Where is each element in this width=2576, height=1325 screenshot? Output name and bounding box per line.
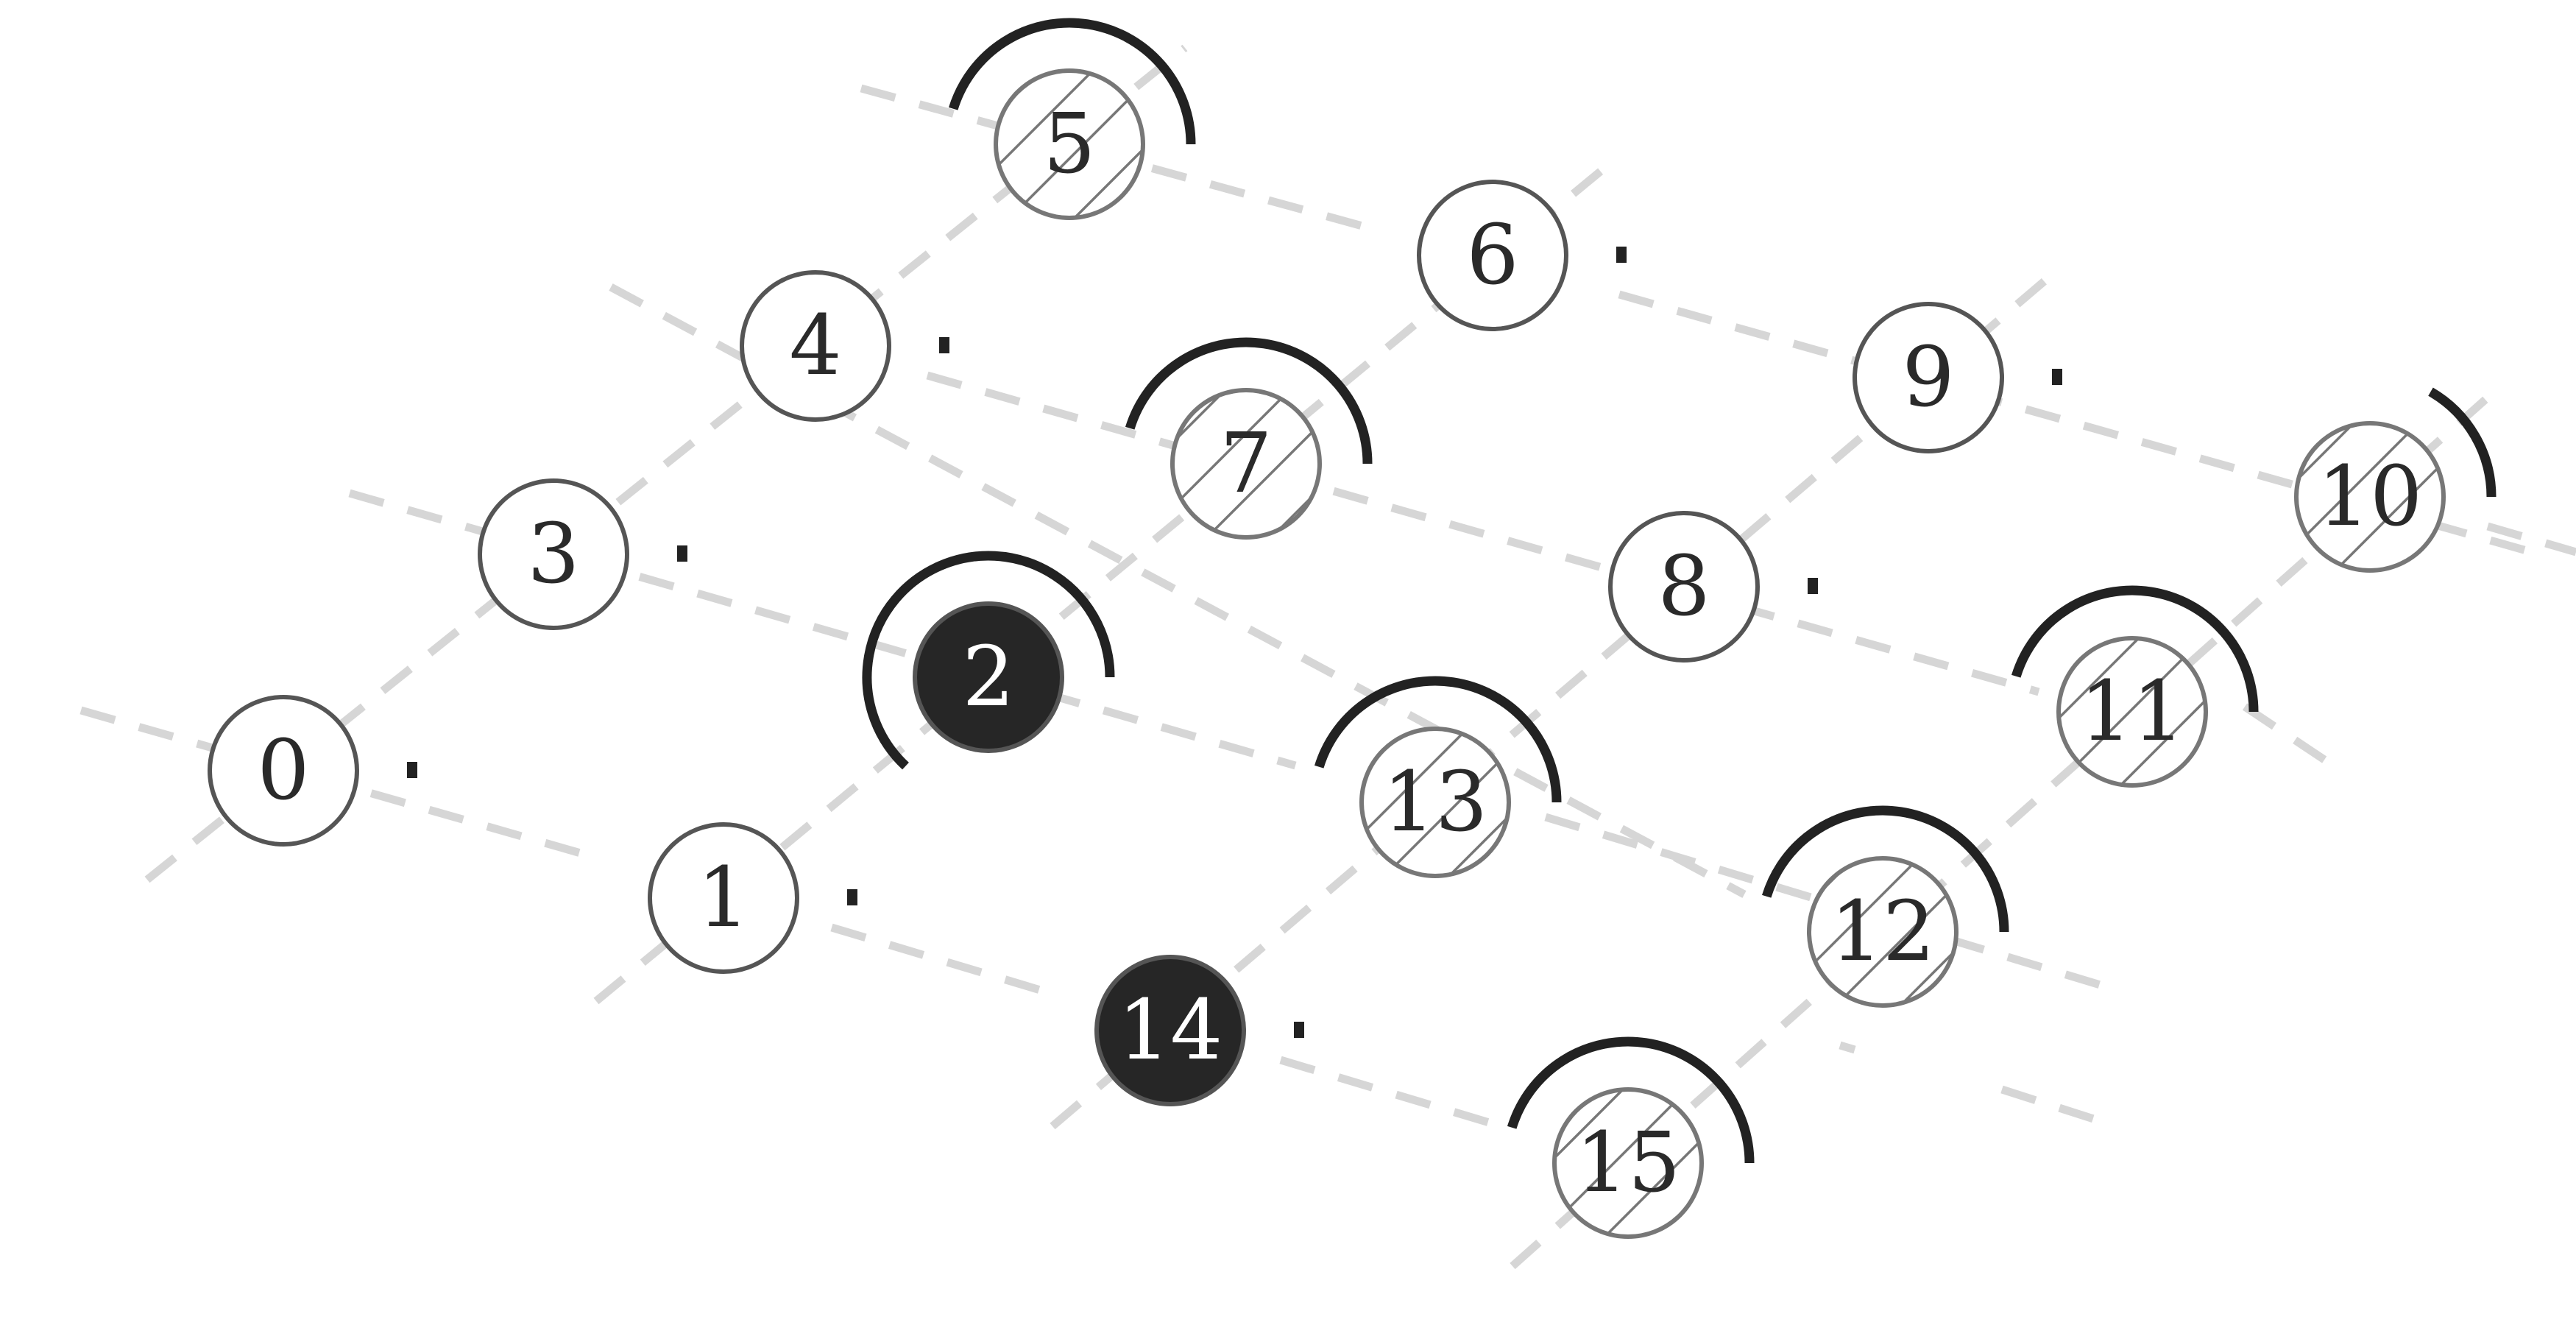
node-label: 0: [257, 723, 309, 819]
node-label: 8: [1657, 539, 1710, 635]
node-4-tick: [939, 337, 949, 353]
node-3-tick: [677, 545, 687, 562]
node-label: 15: [1576, 1115, 1681, 1211]
edge-line: [1544, 813, 2106, 991]
edge-line: [2242, 703, 2336, 769]
edges-layer: [79, 44, 2576, 1270]
node-7-arc: [1125, 337, 1373, 464]
node-label: 3: [527, 506, 579, 602]
node-10[interactable]: 10: [2294, 421, 2446, 573]
edge-line: [1279, 1056, 1503, 1131]
node-11[interactable]: 11: [2056, 636, 2208, 788]
node-circle: [994, 68, 1145, 220]
node-5[interactable]: 5: [994, 68, 1145, 220]
node-13-arc: [1314, 676, 1562, 803]
node-circle: [1359, 727, 1511, 878]
node-circle: [208, 695, 359, 847]
node-circle: [1807, 856, 1958, 1008]
node-circle: [478, 478, 629, 630]
edge-line: [830, 923, 1054, 998]
edge-line: [926, 371, 2040, 696]
node-5-arc: [948, 18, 1196, 145]
node-circle: [1417, 180, 1568, 331]
node-label: 7: [1220, 416, 1272, 512]
node-circle: [1552, 1087, 1704, 1239]
node-1[interactable]: 1: [648, 822, 799, 974]
node-4[interactable]: 4: [740, 270, 891, 422]
node-label: 14: [1118, 983, 1223, 1078]
node-1-tick: [847, 889, 857, 905]
node-6-tick: [1616, 247, 1627, 263]
edge-line: [1839, 1041, 1856, 1054]
node-3[interactable]: 3: [478, 478, 629, 630]
node-8-tick: [1808, 578, 1818, 594]
node-10-arc: [2428, 387, 2497, 498]
node-circle: [740, 270, 891, 422]
node-circle: [913, 601, 1064, 753]
node-label: 1: [697, 850, 749, 946]
node-label: 6: [1466, 208, 1518, 303]
node-label: 10: [2318, 449, 2423, 545]
node-14-tick: [1294, 1022, 1304, 1038]
node-12-arc: [1761, 805, 2009, 933]
node-15[interactable]: 15: [1552, 1087, 1704, 1239]
node-circle: [648, 822, 799, 974]
node-0[interactable]: 0: [208, 695, 359, 847]
node-label: 9: [1902, 330, 1954, 425]
node-0-tick: [407, 762, 417, 778]
node-circle: [2294, 421, 2446, 573]
node-7[interactable]: 7: [1170, 388, 1322, 540]
node-label: 11: [2080, 664, 2185, 760]
node-9[interactable]: 9: [1853, 302, 2004, 453]
node-label: 12: [1830, 884, 1936, 980]
node-9-tick: [2052, 369, 2062, 385]
node-circle: [1094, 955, 1246, 1106]
node-circle: [1170, 388, 1322, 540]
node-label: 4: [789, 298, 841, 394]
edge-line: [348, 489, 1297, 770]
node-circle: [1853, 302, 2004, 453]
node-13[interactable]: 13: [1359, 727, 1511, 878]
node-14[interactable]: 14: [1094, 955, 1246, 1106]
node-8[interactable]: 8: [1608, 511, 1760, 662]
node-11-arc: [2011, 585, 2259, 713]
node-label: 13: [1383, 755, 1488, 850]
node-circle: [2056, 636, 2208, 788]
node-15-arc: [1507, 1036, 1755, 1164]
node-circle: [1608, 511, 1760, 662]
edge-line: [2486, 522, 2576, 556]
node-label: 5: [1043, 96, 1095, 192]
node-2-arc: [862, 551, 1115, 770]
node-12[interactable]: 12: [1807, 856, 1958, 1008]
edge-line: [2000, 1085, 2106, 1127]
node-2[interactable]: 2: [913, 601, 1064, 753]
node-label: 2: [962, 629, 1014, 725]
node-6[interactable]: 6: [1417, 180, 1568, 331]
